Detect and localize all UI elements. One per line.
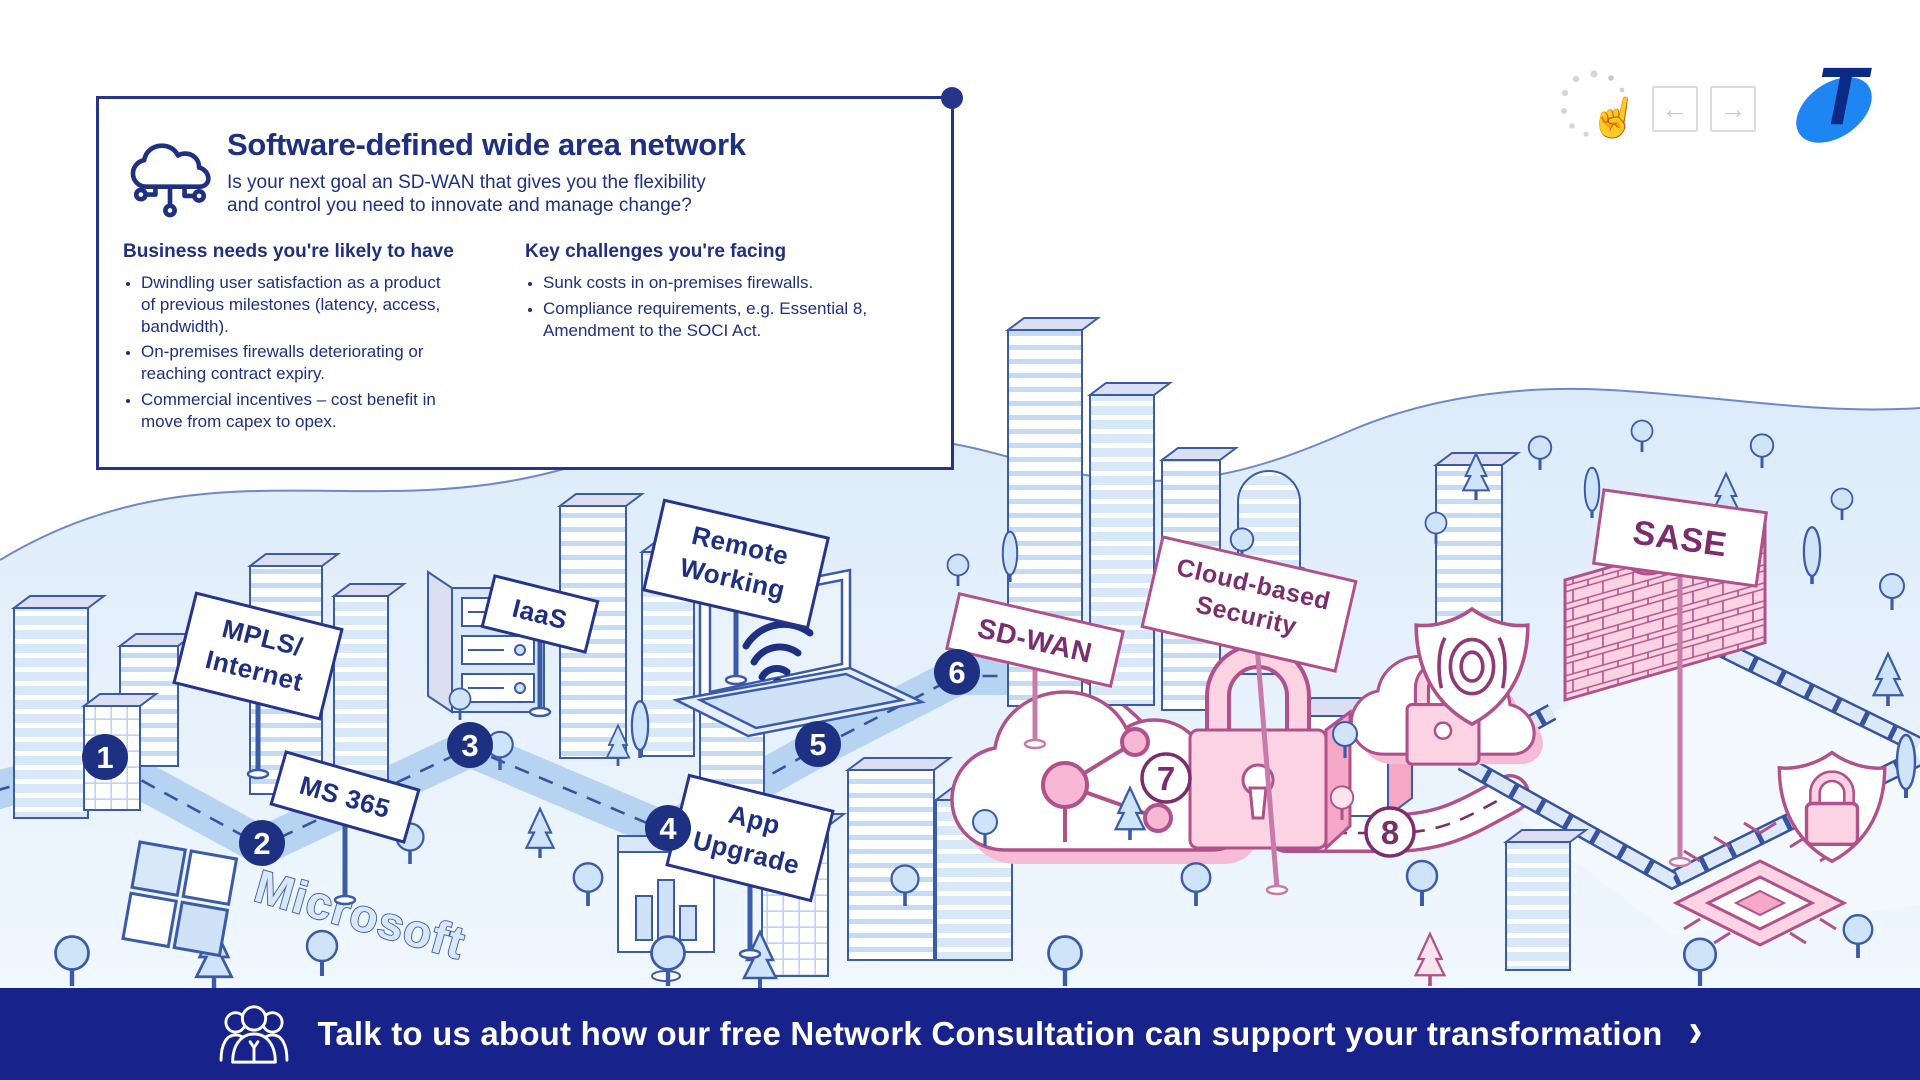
sign-app-upgrade: App Upgrade [665, 773, 835, 960]
sase-island-platform [1455, 630, 1920, 935]
sign-remote-working: Remote Working [642, 498, 830, 686]
building [845, 757, 953, 961]
waypoint-6[interactable]: 6 [934, 649, 980, 695]
key-challenges-list: Sunk costs in on-premises firewalls. Com… [525, 272, 927, 341]
waypoint-8[interactable]: 8 [1364, 806, 1416, 858]
tap-hand-icon: ☝ [1586, 89, 1632, 142]
security-padlock [1188, 643, 1352, 852]
cta-banner-text: Talk to us about how our free Network Co… [317, 1015, 1663, 1052]
arrow-left-icon: ← [1661, 94, 1689, 124]
svg-text:3: 3 [461, 728, 478, 763]
page-subtitle: Is your next goal an SD-WAN that gives y… [227, 171, 746, 219]
cta-banner[interactable]: Talk to us about how our free Network Co… [0, 988, 1920, 1080]
next-button[interactable]: → [1710, 86, 1756, 132]
page-title: Software-defined wide area network [227, 127, 746, 162]
svg-text:8: 8 [1381, 814, 1399, 851]
telstra-logo[interactable]: T [1788, 52, 1892, 148]
business-needs-heading: Business needs you're likely to have [123, 241, 454, 263]
business-needs-list: Dwindling user satisfaction as a product… [123, 272, 525, 432]
previous-button[interactable]: ← [1652, 86, 1698, 132]
key-challenges-column: Key challenges you're facing Sunk costs … [525, 241, 927, 436]
top-controls: ☝ ← → T [0, 0, 1920, 160]
waypoint-1[interactable]: 1 [82, 734, 128, 780]
telstra-t-letter: T [1816, 52, 1872, 142]
svg-text:4: 4 [659, 811, 677, 846]
svg-text:2: 2 [253, 826, 270, 861]
sign-sdwan: SD-WAN [945, 592, 1125, 750]
people-group-icon [220, 1005, 289, 1064]
bullet-item: Sunk costs in on-premises firewalls. [543, 272, 888, 294]
waypoint-4[interactable]: 4 [645, 805, 691, 851]
fingerprint-shield [1414, 606, 1530, 727]
cpu-chip [1672, 821, 1848, 947]
svg-text:1: 1 [96, 740, 113, 775]
bullet-item: Commercial incentives – cost benefit in … [141, 389, 451, 433]
bullet-item: On-premises firewalls deteriorating or r… [141, 341, 451, 385]
building [331, 583, 407, 783]
business-needs-column: Business needs you're likely to have Dwi… [123, 241, 525, 436]
key-challenges-heading: Key challenges you're facing [525, 241, 787, 263]
sign-sase: SASE [1591, 488, 1769, 868]
sdwan-info-card: Software-defined wide area network Is yo… [96, 87, 963, 470]
bullet-item: Compliance requirements, e.g. Essential … [543, 298, 888, 342]
card-header: Software-defined wide area network Is yo… [99, 99, 951, 221]
waypoint-3[interactable]: 3 [447, 722, 493, 768]
tap-loading-spinner-icon: ☝ [1561, 70, 1632, 142]
chevron-right-icon: › [1688, 1002, 1703, 1057]
sign-iaas: IaaS [480, 574, 600, 718]
subtitle-line: Is your next goal an SD-WAN that gives y… [227, 171, 706, 193]
bullet-item: Dwindling user satisfaction as a product… [141, 272, 451, 337]
card-columns: Business needs you're likely to have Dwi… [99, 241, 951, 436]
waypoint-5[interactable]: 5 [795, 721, 841, 767]
card-corner-dot [941, 87, 963, 109]
padlock-shield [1777, 750, 1887, 864]
fingerprint-icon [1437, 636, 1507, 696]
svg-text:7: 7 [1157, 760, 1175, 797]
sign-mpls-internet: MPLS/ Internet [172, 591, 344, 780]
building [557, 493, 645, 759]
subtitle-line: and control you need to innovate and man… [227, 195, 692, 217]
microsoft-logo [121, 840, 239, 958]
waypoint-2[interactable]: 2 [239, 820, 285, 866]
sign-ms365: MS 365 [269, 750, 421, 906]
building [1503, 829, 1589, 971]
wifi-icon [742, 620, 814, 681]
cloud-network-icon [130, 143, 211, 218]
waypoint-7[interactable]: 7 [1140, 752, 1192, 804]
svg-text:6: 6 [948, 655, 965, 690]
arrow-right-icon: → [1719, 94, 1747, 124]
svg-text:5: 5 [809, 727, 826, 762]
